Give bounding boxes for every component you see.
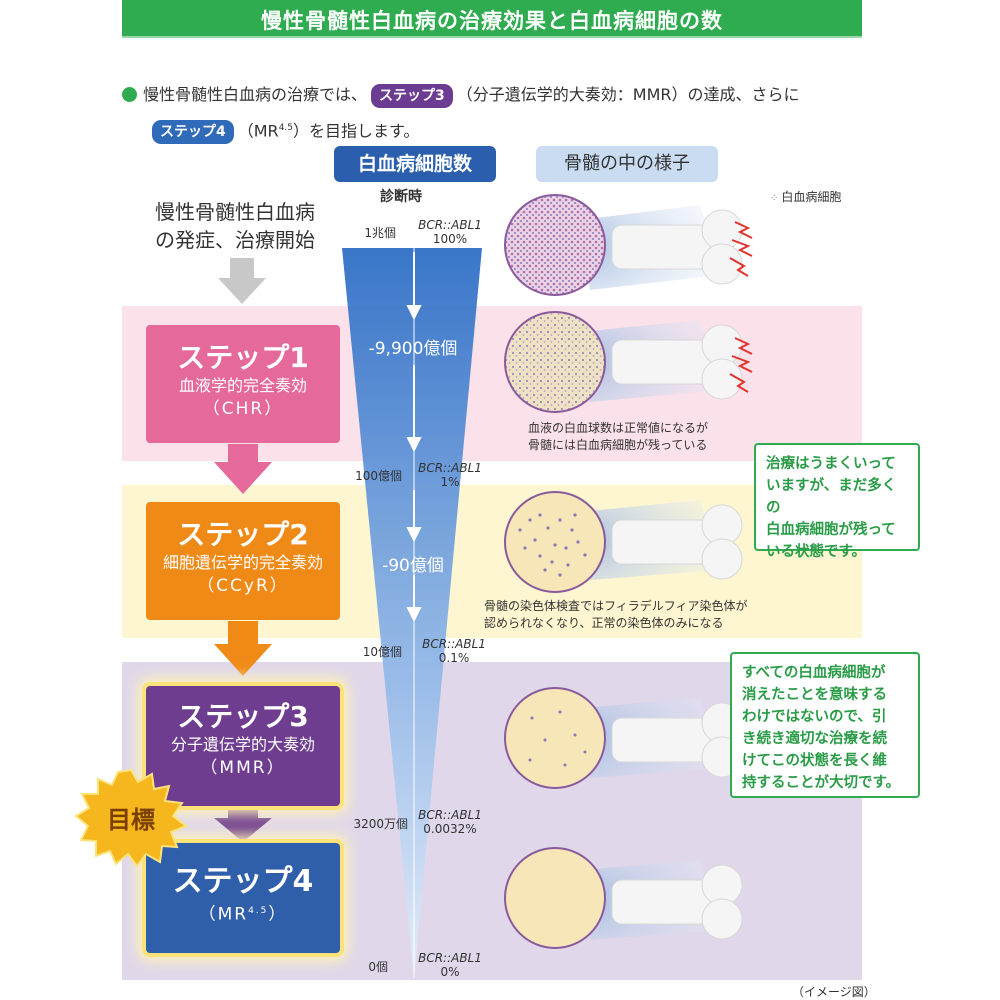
- marrow-diagnosis: [504, 194, 753, 296]
- callout1-line: いますが、まだ多くの: [766, 478, 897, 516]
- step3-title: ステップ3: [177, 700, 309, 733]
- note-step2-line1: 骨髄の染色体検査ではフィラデルフィア染色体が: [484, 599, 748, 613]
- level-count-4: 0個: [368, 960, 388, 974]
- starburst-icon: 目標: [74, 768, 189, 868]
- level-count-3: 3200万個: [353, 817, 408, 831]
- bcr-label: BCR::ABL1: [422, 637, 486, 651]
- alarm-lines-icon: [729, 337, 753, 393]
- bcr-percent: 0.0032%: [423, 822, 477, 836]
- note-step2-line2: 認められなくなり、正常の染色体のみになる: [484, 616, 724, 630]
- bone-icon: [611, 504, 743, 580]
- step3-pill: ステップ3: [371, 84, 453, 108]
- bullet-icon: [122, 87, 137, 102]
- step-arrows: [214, 444, 272, 494]
- bcr-label: BCR::ABL1: [418, 461, 482, 475]
- onset-line-1: 慢性骨髄性白血病: [155, 200, 315, 224]
- image-caption: （イメージ図）: [792, 985, 876, 999]
- header-bar: 慢性骨髄性白血病の治療効果と白血病細胞の数: [122, 0, 862, 38]
- step3-box: ステップ3 分子遺伝学的大奏効 （MMR）: [146, 686, 340, 806]
- callout-box-2: すべての白血病細胞が 消えたことを意味する わけではないので、引 き続き適切な治…: [730, 652, 920, 798]
- step4-abbr-sup: 4.5: [248, 906, 269, 916]
- bcr-percent: 100%: [432, 232, 468, 246]
- callout1-line: 治療はうまくいって: [766, 456, 896, 472]
- intro-text-c: （MR: [237, 121, 279, 141]
- callout2-line: けてこの状態を長く維: [742, 753, 887, 769]
- note-step1-line2: 骨髄には白血病細胞が残っている: [528, 438, 708, 452]
- step1-box: ステップ1 血液学的完全奏効 （CHR）: [146, 325, 340, 443]
- bone-icon: [611, 209, 743, 285]
- step2-title: ステップ2: [177, 518, 309, 551]
- bcr-label: BCR::ABL1: [418, 808, 482, 822]
- callout-box-1: 治療はうまくいって いますが、まだ多くの 白血病細胞が残って いる状態です。: [754, 443, 920, 560]
- onset-text: 慢性骨髄性白血病 の発症、治療開始: [140, 198, 330, 254]
- intro-text-a: 慢性骨髄性白血病の治療では、: [143, 85, 368, 104]
- alarm-lines-icon: [729, 221, 753, 277]
- callout2-line: き続き適切な治療を続: [742, 731, 887, 747]
- intro-line-2: ステップ4（MR4.5）を目指します。: [148, 117, 420, 145]
- marrow-step2: [504, 491, 743, 593]
- bcr-percent: 1%: [440, 475, 460, 489]
- note-step1: 血液の白血球数は正常値になるが 骨髄には白血病細胞が残っている: [528, 420, 708, 454]
- legend: ⁘白血病細胞: [770, 188, 841, 205]
- legend-label: 白血病細胞: [781, 190, 842, 204]
- column-head-marrow: 骨髄の中の様子: [536, 146, 718, 182]
- reduction-label-2: -90億個: [382, 556, 444, 576]
- marrow-step4: [504, 847, 743, 949]
- bcr-label: BCR::ABL1: [418, 951, 482, 965]
- step1-abbr: （CHR）: [202, 399, 284, 419]
- note-step2: 骨髄の染色体検査ではフィラデルフィア染色体が 認められなくなり、正常の染色体のみ…: [484, 598, 748, 632]
- bone-icon: [611, 864, 743, 940]
- callout2-line: 持することが大切です。: [742, 775, 901, 791]
- callout2-line: すべての白血病細胞が: [742, 665, 886, 681]
- level-count-0: 1兆個: [364, 226, 396, 240]
- callout1-line: 白血病細胞が残って: [766, 522, 896, 538]
- step4-abbr: （MR4.5）: [146, 899, 340, 927]
- reduction-label-1: -9,900億個: [368, 339, 458, 359]
- step1-name: 血液学的完全奏効: [178, 376, 307, 395]
- intro-sup: 4.5: [278, 123, 294, 133]
- level-count-1: 100億個: [355, 469, 402, 483]
- bcr-percent: 0%: [440, 965, 460, 979]
- step4-abbr-pre: （MR: [198, 904, 249, 925]
- callout2-line: 消えたことを意味する: [742, 687, 887, 703]
- step4-box: ステップ4 （MR4.5）: [146, 843, 340, 953]
- callout2-line: わけではないので、引: [742, 709, 887, 725]
- intro-line-1: 慢性骨髄性白血病の治療では、ステップ3（分子遺伝学的大奏効：MMR）の達成、さら…: [122, 84, 800, 108]
- column-head-cell-count: 白血病細胞数: [334, 146, 496, 182]
- bcr-label: BCR::ABL1: [418, 218, 482, 232]
- step4-pill: ステップ4: [152, 120, 234, 145]
- down-arrow-icon: [218, 258, 266, 304]
- step2-box: ステップ2 細胞遺伝学的完全奏効 （CCyR）: [146, 502, 340, 620]
- intro-text-d: ）を目指します。: [293, 121, 420, 141]
- bcr-percent: 0.1%: [438, 651, 470, 665]
- note-step1-line1: 血液の白血球数は正常値になるが: [528, 421, 709, 435]
- diagnosis-label: 診断時: [380, 189, 422, 205]
- step4-title: ステップ4: [172, 864, 314, 899]
- step3-name: 分子遺伝学的大奏効: [170, 735, 315, 754]
- marrow-step3: [504, 687, 743, 789]
- reduction-arrows: [406, 252, 422, 623]
- goal-label: 目標: [107, 806, 155, 834]
- bone-icon: [611, 324, 743, 400]
- step2-name: 細胞遺伝学的完全奏効: [162, 553, 323, 572]
- cell-dot-icon: ⁘: [770, 193, 779, 204]
- step1-title: ステップ1: [177, 341, 309, 374]
- onset-line-2: の発症、治療開始: [155, 228, 315, 252]
- step2-abbr: （CCyR）: [197, 576, 289, 596]
- step3-abbr: （MMR）: [200, 758, 286, 778]
- intro-text-b: （分子遺伝学的大奏効：MMR）の達成、さらに: [456, 85, 800, 104]
- page-title: 慢性骨髄性白血病の治療効果と白血病細胞の数: [261, 9, 723, 33]
- marrow-step1: [504, 311, 753, 413]
- step4-abbr-post: ）: [268, 904, 288, 925]
- callout1-line: いる状態です。: [766, 544, 867, 560]
- level-count-2: 10億個: [362, 645, 402, 659]
